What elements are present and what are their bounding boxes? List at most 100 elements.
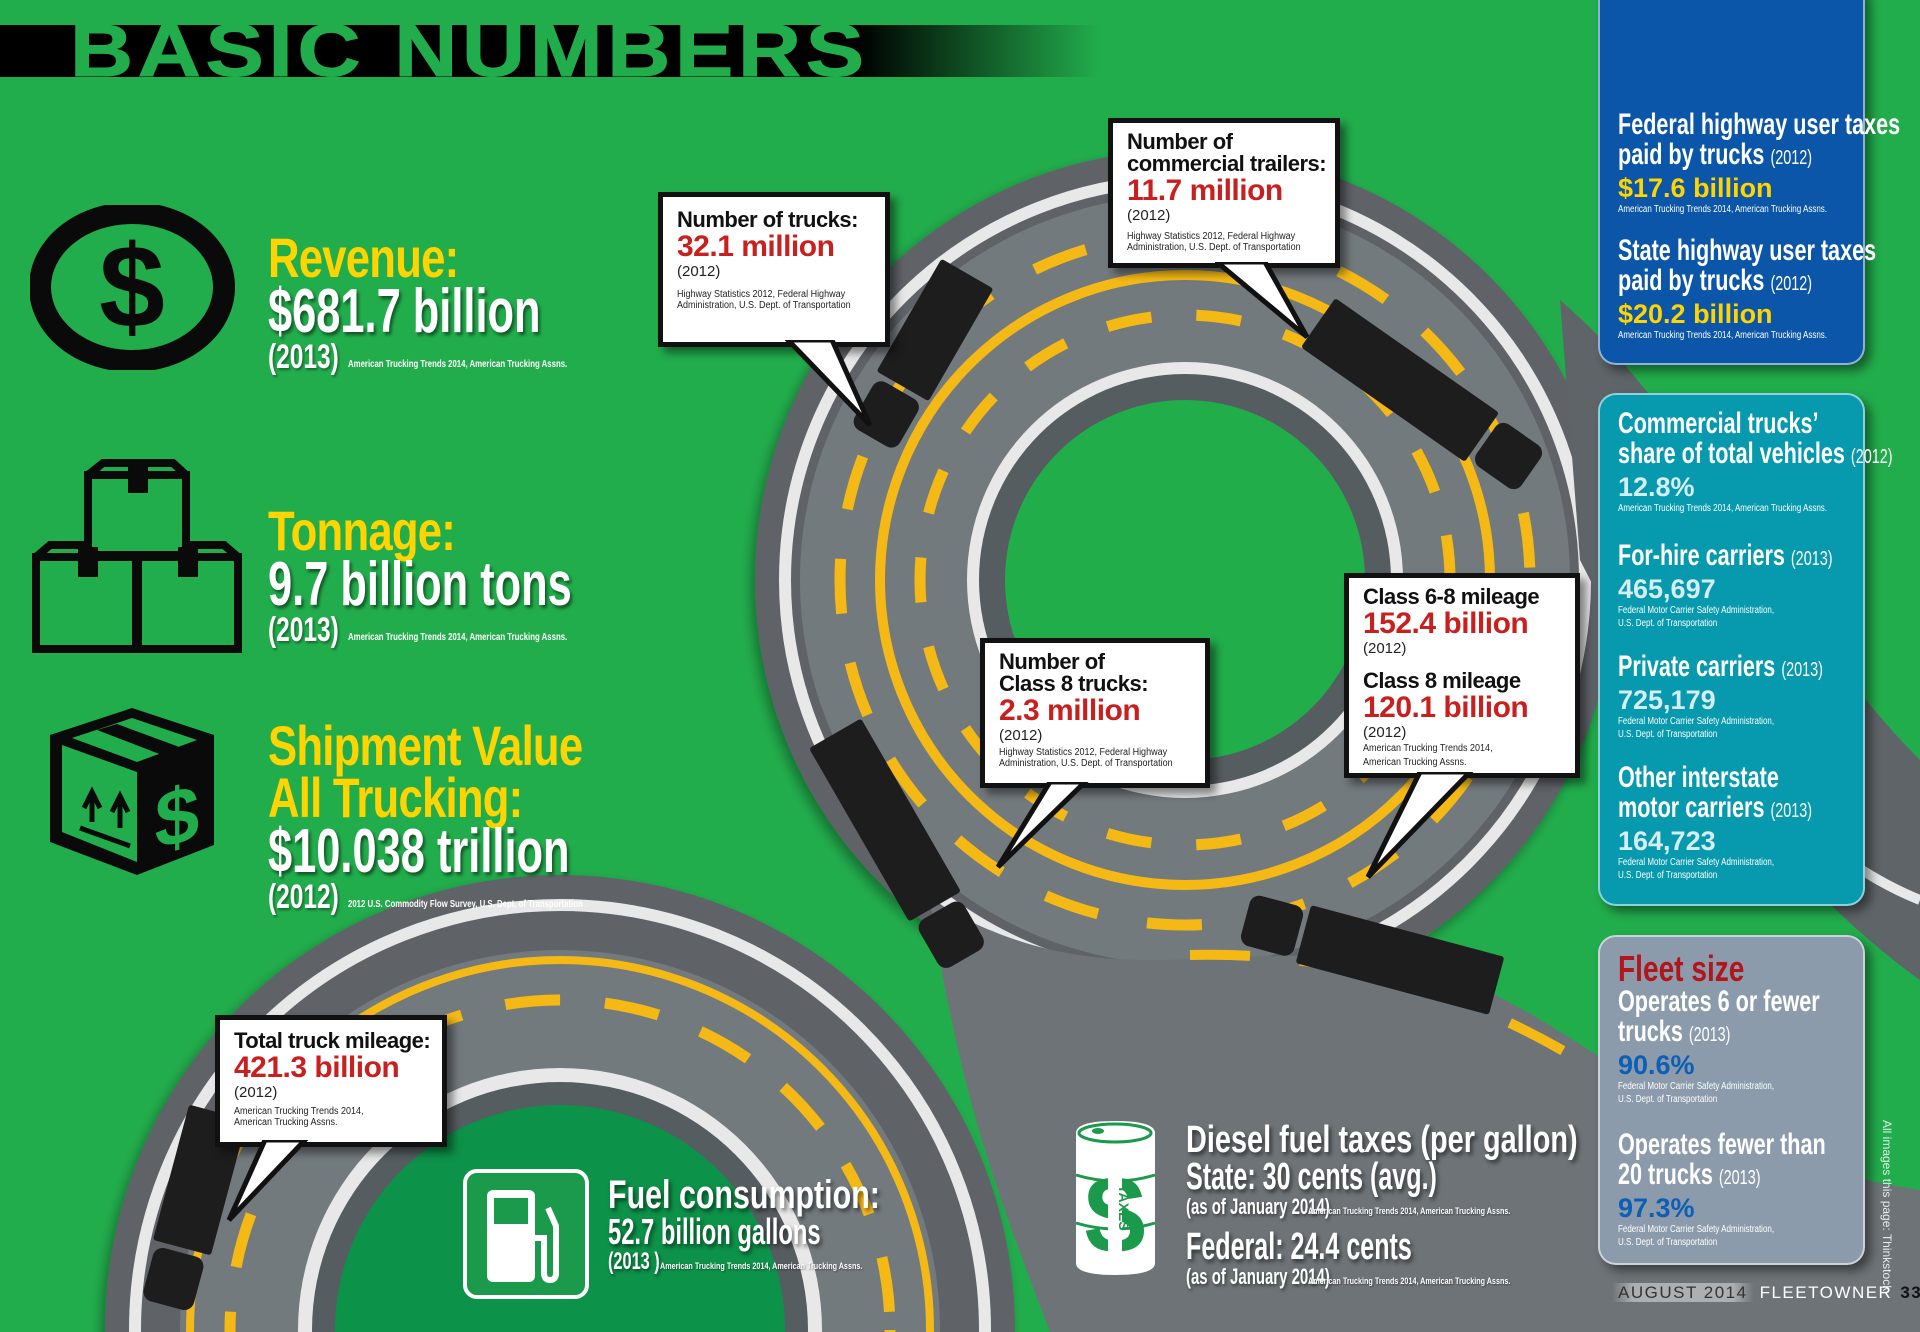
callout-pointer [1365,772,1474,879]
panel-heading: Operates fewer than [1618,1128,1826,1161]
dollar-coin-icon: $ [29,202,235,372]
panel-highway-taxes: Federal highway user taxes paid by truck… [1598,0,1901,365]
callout-year: (2012) [677,263,721,280]
stat-source: American Trucking Trends 2014, American … [348,632,568,643]
stat-label: Shipment Value [268,714,583,777]
panel-heading: Federal highway user taxes [1618,108,1901,141]
callout-pointer [995,782,1089,869]
panel-item: Other interstate motor carriers (2013) 1… [1618,763,1845,882]
panel-source: U.S. Dept. of Transportation [1618,729,1718,740]
stat-revenue: Revenue: $681.7 billion (2013) American … [268,226,657,376]
panel-item: State highway user taxes paid by trucks … [1618,234,1877,342]
svg-text:$: $ [99,221,165,353]
callout-number-of-trucks: Number of trucks: 32.1 million (2012) Hi… [658,192,890,347]
panel-value: 725,179 [1618,685,1716,715]
panel-source: Federal Motor Carrier Safety Administrat… [1618,716,1775,727]
callout-value: 2.3 million [999,694,1141,727]
source-line: Highway Statistics 2012, Federal Highway [677,289,846,300]
stat-diesel-fuel-taxes: Diesel fuel taxes (per gallon) State: 30… [1186,1120,1701,1290]
stat-year: (2013) [268,611,339,649]
panel-source: Federal Motor Carrier Safety Administrat… [1618,857,1775,868]
fuel-pump-icon [462,1168,590,1300]
fuel-title: Fuel consumption: [608,1173,880,1217]
svg-text:$: $ [155,768,199,866]
diesel-federal-note: (as of January 2014) [1186,1264,1330,1289]
panel-heading: Commercial trucks’ [1618,407,1819,440]
barrel-label: TAXES [1116,1185,1132,1231]
panel-item: Commercial trucks’ share of total vehicl… [1618,407,1893,515]
stat-fuel-consumption: Fuel consumption: 52.7 billion gallons (… [608,1175,966,1275]
callout-pointer [1215,262,1310,339]
diesel-federal-source: American Trucking Trends 2014, American … [1308,1276,1511,1286]
fleet-size-title: Fleet size [1618,948,1745,989]
source-line: Administration, U.S. Dept. of Transporta… [677,300,851,311]
stat-year: (2013) [268,338,339,376]
panel-heading: motor carriers (2013) [1618,791,1813,824]
panel-source: American Trucking Trends 2014, American … [1618,204,1827,215]
footer-magazine: FLEETOWNER [1759,1283,1893,1302]
footer-page-number: 33 [1900,1283,1920,1302]
panel-source: U.S. Dept. of Transportation [1618,870,1718,881]
panel-fleet-size: Fleet size Operates 6 or fewer trucks (2… [1598,935,1865,1265]
diesel-state-note: (as of January 2014) [1186,1194,1330,1219]
panel-value: 97.3% [1618,1193,1695,1223]
panel-source: Federal Motor Carrier Safety Administrat… [1618,1081,1775,1092]
fuel-value: 52.7 billion gallons [608,1211,821,1252]
source-line: Administration, U.S. Dept. of Transporta… [999,758,1173,769]
panel-item: For-hire carriers (2013) 465,697 Federal… [1618,541,1845,630]
callout-mileage: Class 6-8 mileage 152.4 billion (2012) C… [1344,573,1580,778]
stat-label: All Trucking: [268,766,523,829]
callout-pointer [226,1140,309,1222]
fuel-year: (2013 ) [608,1248,660,1275]
stat-label: Revenue: [268,226,459,289]
stat-shipment-value: Shipment Value All Trucking: $10.038 tri… [268,714,699,916]
panel-carriers: Commercial trucks’ share of total vehicl… [1598,393,1893,906]
stat-label: Tonnage: [268,499,456,562]
panel-source: American Trucking Trends 2014, American … [1618,503,1827,514]
panel-value: $17.6 billion [1618,173,1773,203]
panel-source: Federal Motor Carrier Safety Administrat… [1618,1224,1775,1235]
source-line: American Trucking Trends 2014, [234,1106,364,1117]
panel-value: 164,723 [1618,826,1716,856]
callout-title: Class 6-8 mileage [1363,584,1540,609]
callout-pointer [784,340,873,427]
stat-source: American Trucking Trends 2014, American … [348,359,568,370]
stat-year: (2012) [268,878,339,916]
source-line: American Trucking Assns. [1363,757,1467,768]
panel-heading: trucks (2013) [1618,1015,1731,1048]
diesel-federal: Federal: 24.4 cents [1186,1226,1412,1268]
panel-heading: For-hire carriers (2013) [1618,539,1833,572]
callout-value: 32.1 million [677,230,835,263]
callout-source: Highway Statistics 2012, Federal Highway… [677,289,852,311]
diesel-title: Diesel fuel taxes (per gallon) [1186,1119,1578,1161]
callout-year: (2012) [999,727,1043,744]
panel-heading: Private carriers (2013) [1618,650,1823,683]
callout-title: commercial trailers: [1127,151,1327,176]
panel-value: 12.8% [1618,472,1695,502]
source-line: Highway Statistics 2012, Federal Highway [1127,231,1296,242]
header-banner [0,25,1100,77]
callout-value: 421.3 billion [234,1051,400,1084]
panel-source: U.S. Dept. of Transportation [1618,1094,1718,1105]
panel-value: 90.6% [1618,1050,1695,1080]
panel-source: Federal Motor Carrier Safety Administrat… [1618,605,1775,616]
source-line: American Trucking Assns. [234,1117,338,1128]
panel-value: $20.2 billion [1618,299,1773,329]
callout-source: American Trucking Trends 2014, American … [234,1106,409,1128]
callout-value: 11.7 million [1127,174,1283,207]
callout-value: 120.1 billion [1363,691,1529,724]
callout-title: Number of [1127,129,1233,154]
photo-credit: All images this page: Thinkstock [1880,1120,1894,1292]
panel-item: Federal highway user taxes paid by truck… [1618,108,1901,216]
stat-source: 2012 U.S. Commodity Flow Survey, U.S. De… [348,899,583,910]
fuel-source: American Trucking Trends 2014, American … [660,1261,863,1271]
panel-heading: State highway user taxes [1618,234,1877,267]
source-line: Administration, U.S. Dept. of Transporta… [1127,242,1301,253]
stat-value: $10.038 trillion [268,817,570,886]
panel-item: Operates 6 or fewer trucks (2013) 90.6% … [1618,987,1845,1106]
panel-source: American Trucking Trends 2014, American … [1618,330,1827,341]
callout-year: (2012) [1363,724,1407,741]
panel-item: Private carriers (2013) 725,179 Federal … [1618,652,1845,741]
callout-title: Class 8 trucks: [999,671,1149,696]
